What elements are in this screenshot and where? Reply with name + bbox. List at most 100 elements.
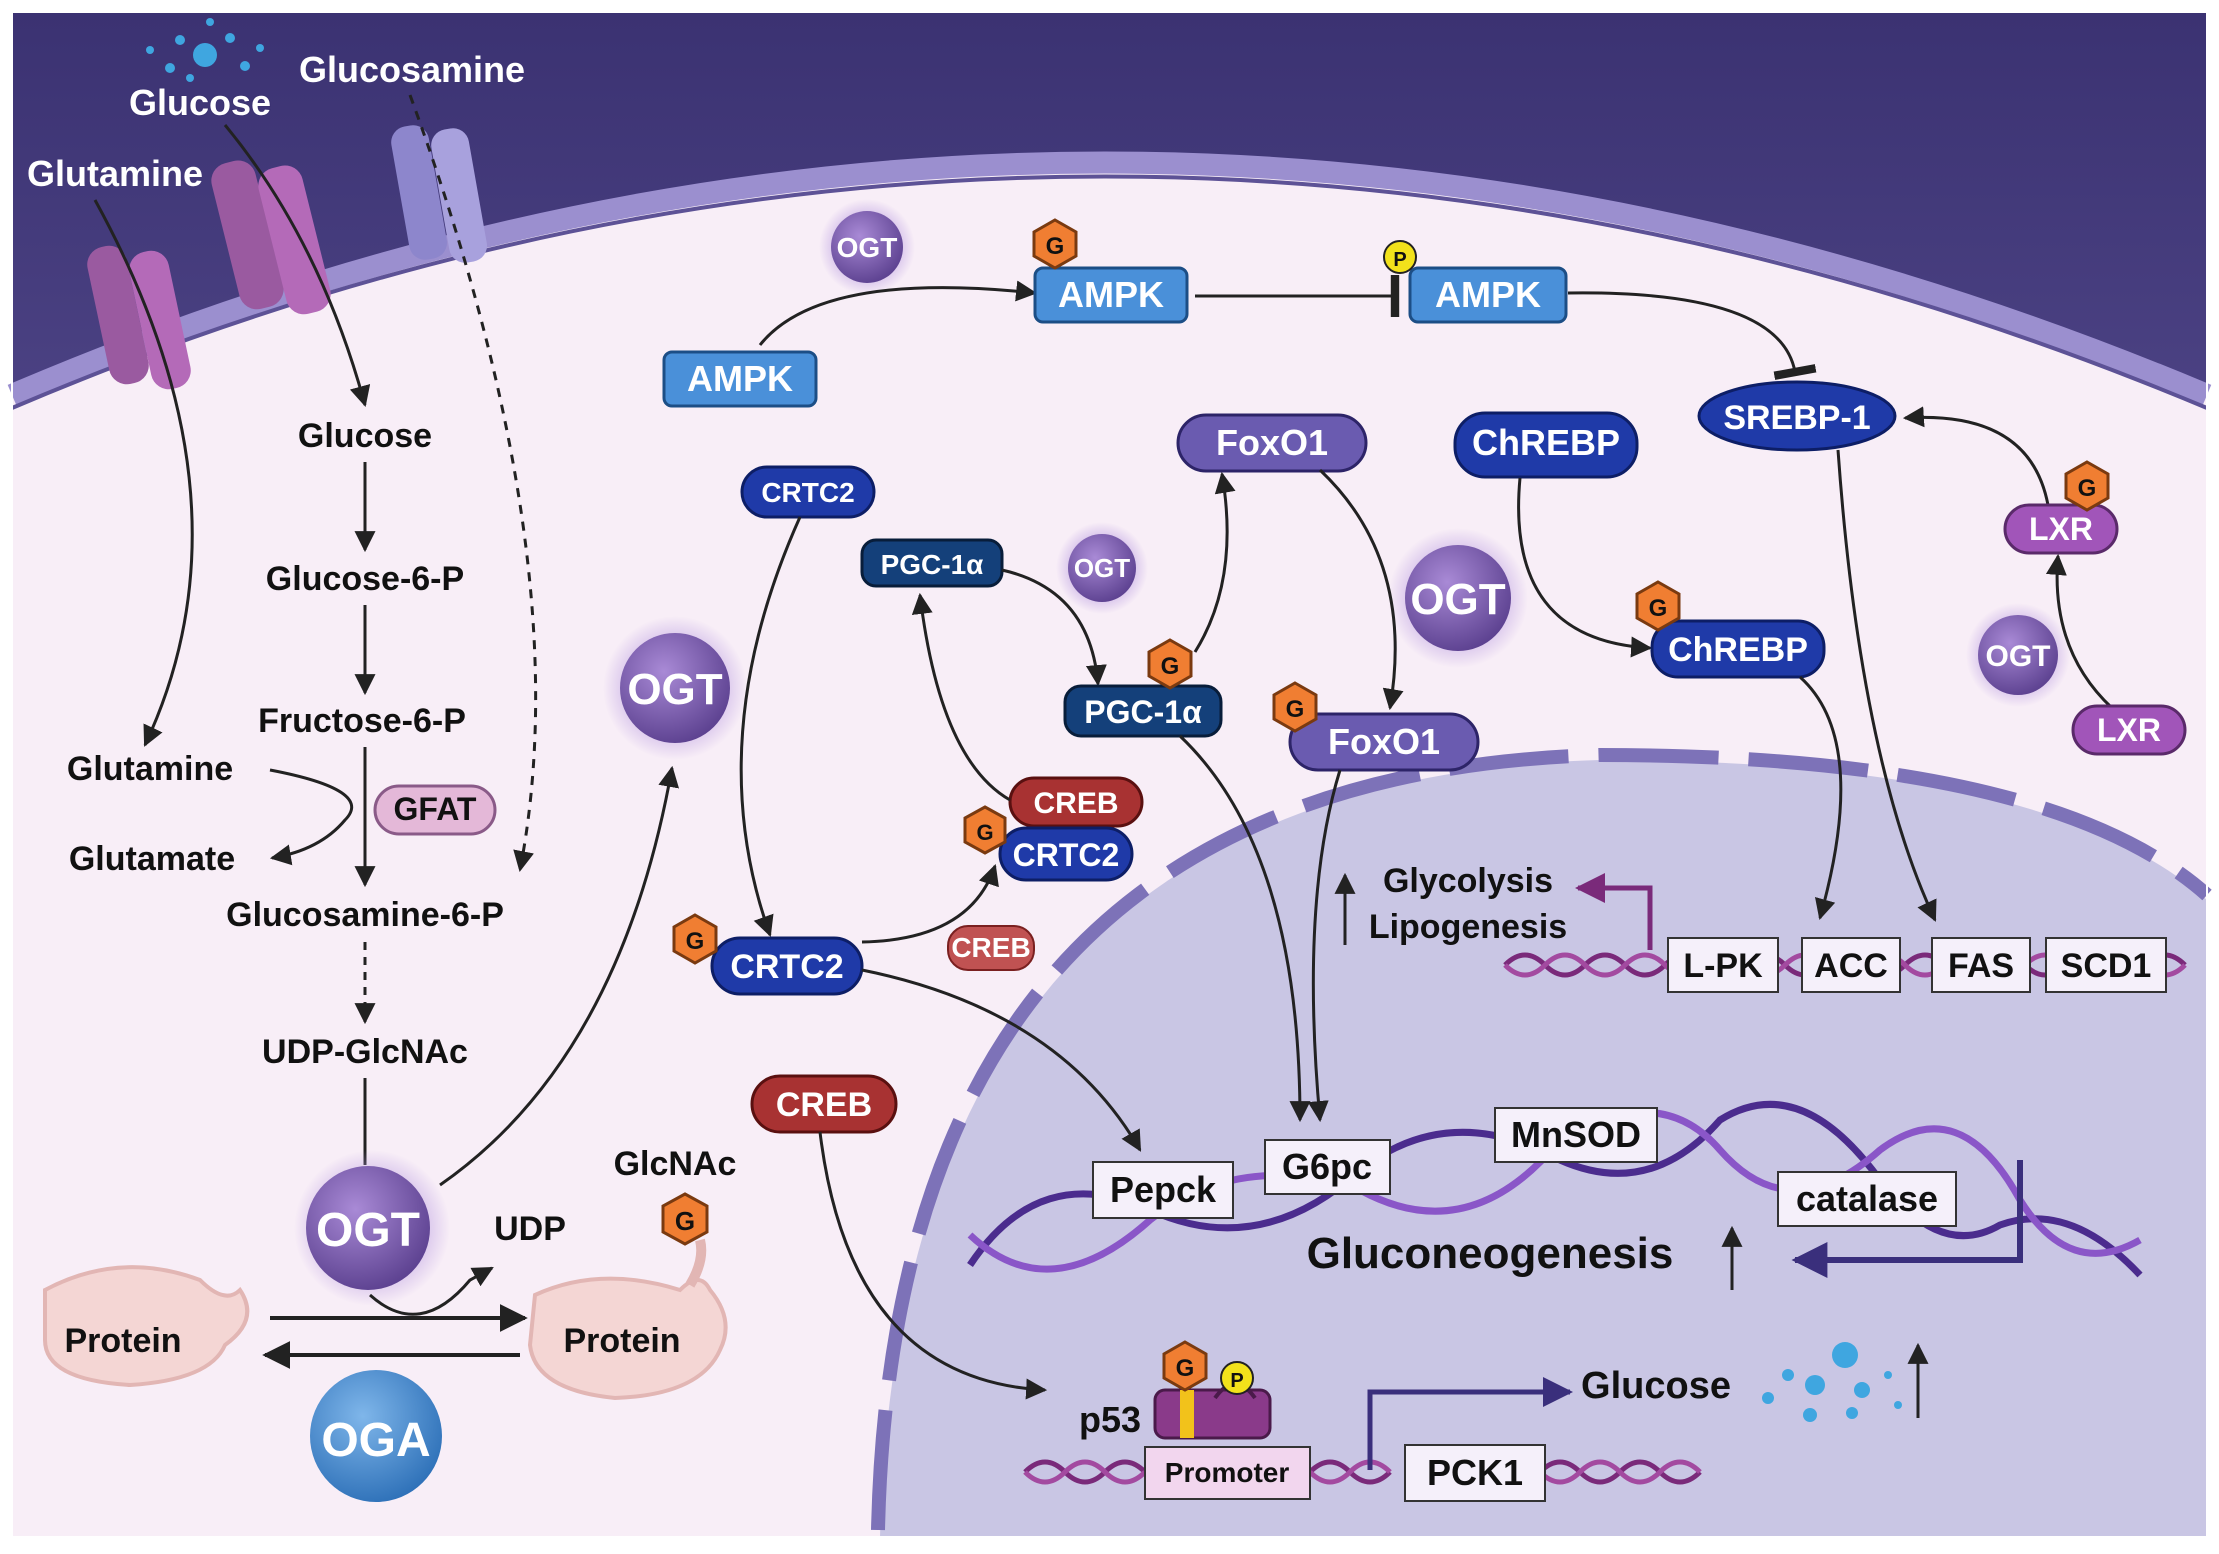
svg-text:CREB: CREB <box>1033 787 1118 820</box>
p53-label: p53 <box>1079 1399 1141 1440</box>
glucosamine-transporter-icon <box>391 125 487 263</box>
glucose-6-p-label: Glucose-6-P <box>266 560 464 598</box>
ogt-big-mid: OGT <box>1388 528 1528 668</box>
svg-text:OGT: OGT <box>837 232 898 263</box>
svg-text:CRTC2: CRTC2 <box>1013 837 1120 873</box>
svg-text:OGA: OGA <box>321 1414 430 1467</box>
udp-glcnac-label: UDP-GlcNAc <box>262 1033 468 1071</box>
glucosamine-6-p-label: Glucosamine-6-P <box>226 896 504 934</box>
glucose-ext-label: Glucose <box>129 82 271 123</box>
gene-acc: ACC <box>1801 937 1901 993</box>
p53-complex-icon <box>1153 1382 1272 1440</box>
gene-mnsod: MnSOD <box>1494 1107 1658 1163</box>
gene-pck1: PCK1 <box>1404 1444 1546 1502</box>
p53-phospho-icon: P <box>1220 1361 1254 1395</box>
ogt-small-top: OGT <box>819 199 915 295</box>
svg-text:G: G <box>1286 696 1305 723</box>
crtc2-g-hexagon-icon: G <box>672 913 718 965</box>
svg-text:G: G <box>1176 1355 1195 1382</box>
crtc2-node-2: CRTC2 <box>710 936 864 996</box>
cell-membrane <box>7 151 2212 406</box>
svg-text:PGC-1α: PGC-1α <box>1084 694 1202 730</box>
glucose-particles-icon <box>146 18 264 82</box>
svg-text:OGT: OGT <box>1074 553 1130 583</box>
svg-text:FAS: FAS <box>1948 947 2014 985</box>
svg-text:G: G <box>675 1206 695 1236</box>
ampk-g-hexagon-icon: G <box>1032 218 1078 270</box>
glcnac-hexagon-icon: G <box>661 1192 709 1246</box>
svg-text:G6pc: G6pc <box>1282 1146 1372 1187</box>
svg-text:AMPK: AMPK <box>1058 274 1164 315</box>
foxo1-node-2: FoxO1 <box>1288 712 1480 772</box>
chrebp-node-2: ChREBP <box>1650 619 1826 679</box>
ampk-phospho-icon: P <box>1383 240 1417 274</box>
glycolysis-label: Glycolysis <box>1383 862 1553 900</box>
oga-enzyme: OGA <box>310 1370 442 1502</box>
creb-node-3: CREB <box>750 1074 898 1134</box>
creb-node-1: CREB <box>1008 776 1144 828</box>
ampk-box-1: AMPK <box>662 350 818 408</box>
svg-text:AMPK: AMPK <box>1435 274 1541 315</box>
p53-g-hexagon-icon: G <box>1162 1340 1208 1392</box>
ampk-box-3: AMPK <box>1408 266 1568 324</box>
gene-g6pc: G6pc <box>1264 1139 1391 1195</box>
glucose-output-particles-icon <box>1762 1342 1902 1422</box>
svg-text:L-PK: L-PK <box>1683 947 1763 985</box>
svg-text:OGT: OGT <box>1410 575 1505 624</box>
protein-right-label: Protein <box>563 1322 680 1360</box>
glcnac-label: GlcNAc <box>614 1145 737 1183</box>
svg-text:P: P <box>1393 249 1406 271</box>
gene-fas: FAS <box>1931 937 2031 993</box>
gfat-enzyme: GFAT <box>373 784 497 836</box>
ampk-box-2: AMPK <box>1033 266 1189 324</box>
crtc2-node-1: CRTC2 <box>740 465 876 519</box>
fructose-6-p-label: Fructose-6-P <box>258 702 466 740</box>
pgc1a-g-hexagon-icon: G <box>1147 638 1193 690</box>
svg-text:ACC: ACC <box>1814 947 1888 985</box>
glucose-output-label: Glucose <box>1581 1365 1731 1407</box>
svg-text:ChREBP: ChREBP <box>1668 631 1808 669</box>
svg-text:CRTC2: CRTC2 <box>761 477 854 508</box>
svg-text:GFAT: GFAT <box>394 791 477 827</box>
gluconeogenesis-label: Gluconeogenesis <box>1307 1229 1674 1278</box>
svg-text:PCK1: PCK1 <box>1427 1452 1523 1493</box>
chrebp-node-1: ChREBP <box>1453 411 1639 479</box>
gene-lpk: L-PK <box>1667 937 1779 993</box>
ogt-enzyme-main: OGT <box>306 1166 430 1290</box>
nuclear-envelope <box>871 747 2212 1531</box>
svg-text:MnSOD: MnSOD <box>1511 1114 1641 1155</box>
lxr-node-2: LXR <box>2071 704 2187 756</box>
svg-text:G: G <box>1649 595 1668 622</box>
svg-text:Promoter: Promoter <box>1165 1457 1290 1488</box>
srebp-1-node: SREBP-1 <box>1697 380 1897 452</box>
svg-text:G: G <box>1046 233 1065 260</box>
glutamine-transporter-icon <box>87 245 191 390</box>
dna-bottom-icon <box>1023 1459 1702 1485</box>
glucose-transporter-icon <box>211 160 331 315</box>
svg-text:SREBP-1: SREBP-1 <box>1723 399 1870 437</box>
gene-scd1: SCD1 <box>2045 937 2167 993</box>
svg-text:FoxO1: FoxO1 <box>1328 721 1440 762</box>
crtc2-3-g-hexagon-icon: G <box>963 805 1007 855</box>
svg-text:SCD1: SCD1 <box>2061 947 2152 985</box>
svg-text:OGT: OGT <box>627 665 722 714</box>
svg-text:AMPK: AMPK <box>687 358 793 399</box>
svg-text:ChREBP: ChREBP <box>1472 422 1620 463</box>
svg-text:PGC-1α: PGC-1α <box>881 549 984 580</box>
protein-left-icon: Protein <box>43 1265 250 1388</box>
creb-node-2: CREB <box>947 925 1035 971</box>
svg-text:CREB: CREB <box>951 932 1030 963</box>
svg-text:catalase: catalase <box>1796 1178 1938 1219</box>
svg-text:LXR: LXR <box>2097 712 2161 748</box>
lxr-g-hexagon-icon: G <box>2064 460 2110 512</box>
lipogenesis-label: Lipogenesis <box>1369 908 1567 946</box>
svg-text:CREB: CREB <box>776 1086 872 1124</box>
svg-text:G: G <box>686 928 705 955</box>
svg-text:P: P <box>1230 1370 1243 1392</box>
svg-text:G: G <box>1161 653 1180 680</box>
ogt-small-mid: OGT <box>1056 522 1148 614</box>
crtc2-node-3: CRTC2 <box>998 826 1134 882</box>
udp-label: UDP <box>494 1210 566 1248</box>
ogt-small-right: OGT <box>1966 603 2070 707</box>
